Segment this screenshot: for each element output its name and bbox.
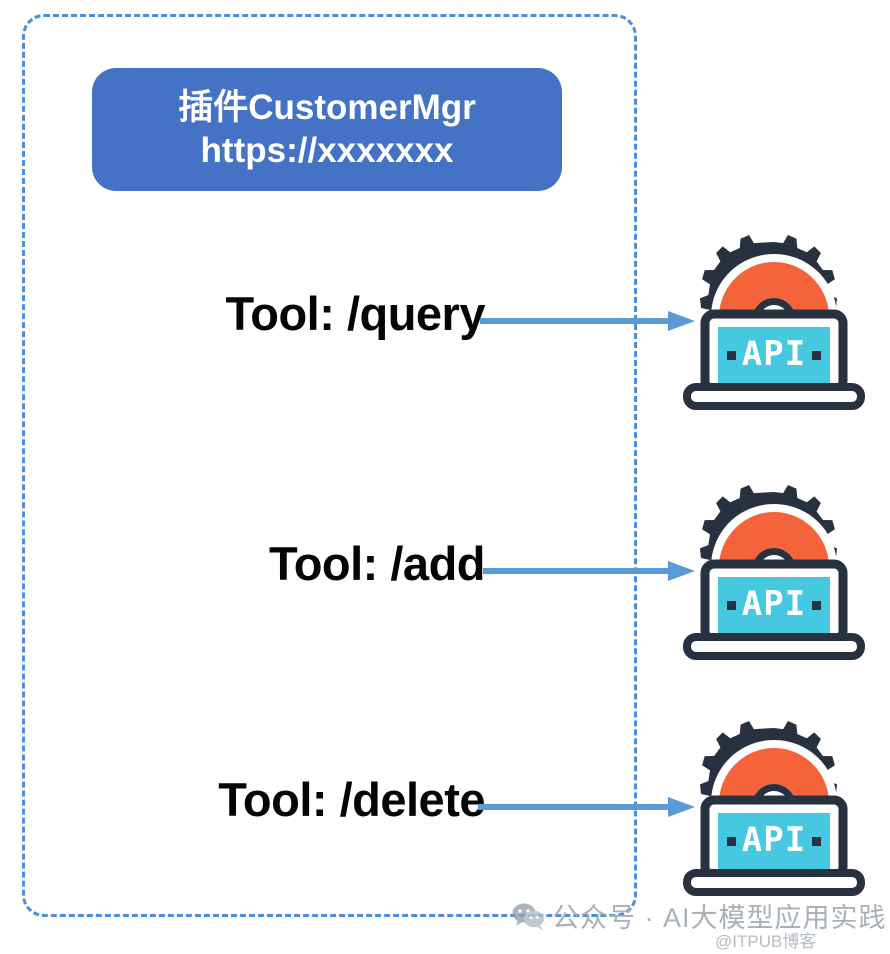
tool-row: Tool: /add API: [0, 482, 890, 662]
screen-dot-right: [812, 601, 821, 610]
watermark-text: 公众号 · AI大模型应用实践: [552, 903, 887, 933]
tool-label-delete: Tool: /delete: [218, 773, 485, 826]
wechat-icon: [512, 903, 544, 930]
gear-icon: [700, 485, 837, 571]
laptop-screen: [718, 577, 830, 634]
plugin-card[interactable]: 插件CustomerMgr https://xxxxxxx: [92, 68, 562, 191]
plugin-boundary: [22, 14, 637, 917]
watermark: 公众号 · AI大模型应用实践: [512, 896, 887, 935]
screen-dot-right: [812, 351, 821, 360]
screen-dot-right: [812, 837, 821, 846]
api-laptop-icon-query: API: [683, 235, 865, 410]
tool-label-add: Tool: /add: [268, 537, 486, 590]
watermark-sub: @ITPUB博客: [715, 932, 817, 951]
laptop-screen: [718, 813, 830, 870]
plugin-name: 插件CustomerMgr: [178, 87, 476, 127]
api-laptop-icon-delete: API: [683, 721, 865, 896]
api-text: API: [742, 334, 806, 374]
tool-label-query: Tool: /query: [225, 287, 486, 340]
laptop-screen: [718, 327, 830, 384]
gear-icon: [700, 235, 837, 321]
tool-row: Tool: /query API: [0, 232, 890, 412]
arrow-add: [483, 561, 695, 581]
laptop-base: [683, 869, 865, 896]
api-text: API: [742, 584, 806, 624]
gear-icon: [700, 721, 837, 807]
arrow-query: [480, 311, 695, 331]
plugin-url: https://xxxxxxx: [200, 130, 454, 170]
screen-dot-left: [727, 837, 736, 846]
laptop-base: [683, 383, 865, 410]
tool-row: Tool: /delete API: [0, 718, 890, 898]
screen-dot-left: [727, 351, 736, 360]
screen-dot-left: [727, 601, 736, 610]
api-laptop-icon-add: API: [683, 485, 865, 660]
arrow-delete: [478, 797, 695, 817]
laptop-base: [683, 633, 865, 660]
api-text: API: [742, 820, 806, 860]
